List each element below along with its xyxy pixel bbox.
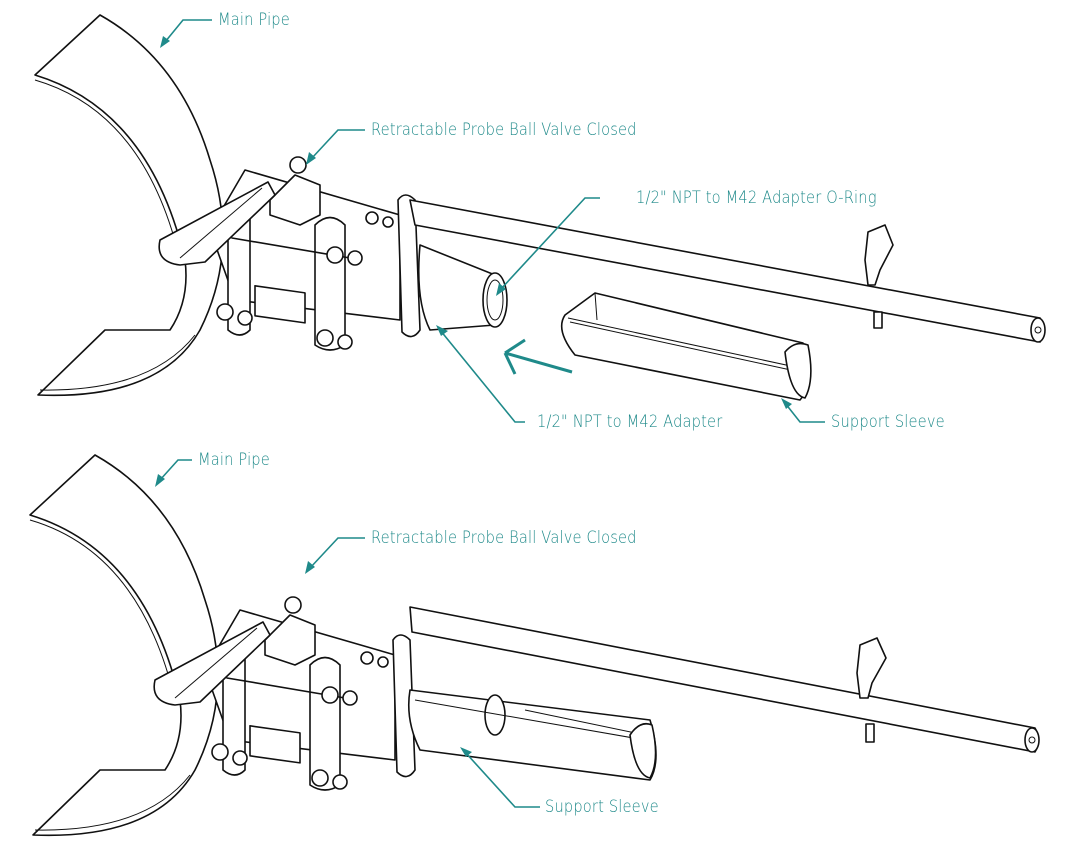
callout-adapter: 1/2" NPT to M42 Adapter (537, 412, 723, 432)
adapter-m42 (417, 244, 508, 331)
callout-support-sleeve-2: Support Sleeve (545, 797, 659, 817)
panel-before (34, 14, 1046, 423)
callout-main-pipe-2: Main Pipe (198, 450, 270, 470)
probe-tube-2 (409, 606, 1040, 753)
arrow-left-icon (503, 338, 573, 375)
callout-main-pipe: Main Pipe (218, 10, 290, 30)
callout-support-sleeve: Support Sleeve (831, 412, 945, 432)
callout-adapter-oring: 1/2" NPT to M42 Adapter O-Ring (636, 188, 877, 208)
callout-ball-valve-2: Retractable Probe Ball Valve Closed (371, 528, 637, 548)
leader-lines (160, 19, 825, 423)
panel-after (29, 454, 1040, 837)
support-sleeve (560, 292, 812, 401)
support-sleeve-installed (407, 689, 657, 781)
leader-lines-2 (155, 459, 540, 808)
probe-tube (409, 199, 1046, 343)
callout-ball-valve: Retractable Probe Ball Valve Closed (371, 120, 637, 140)
